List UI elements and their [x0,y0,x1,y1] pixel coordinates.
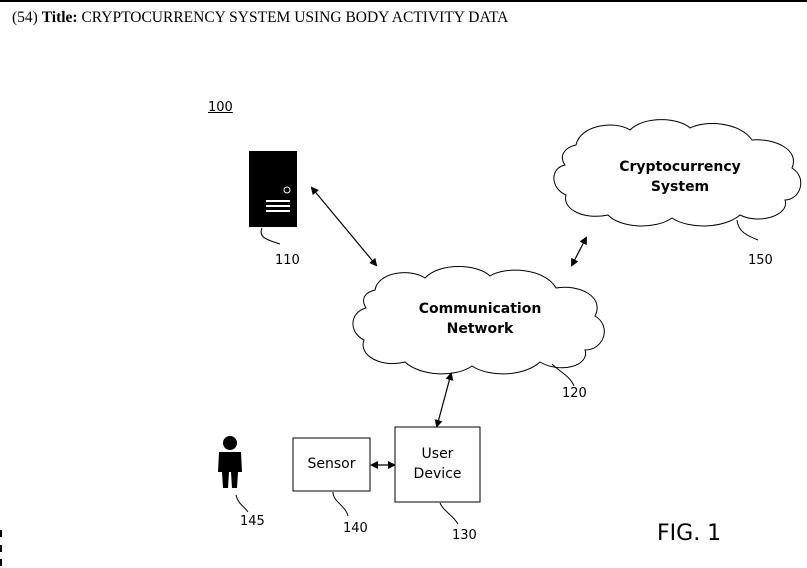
person-ref-number: 145 [240,514,265,529]
network-label-line1: Communication [400,299,560,319]
network-label-line2: Network [400,319,560,339]
user-device-ref-number: 130 [452,528,477,543]
server-icon [249,151,297,227]
system-ref-number: 100 [208,100,233,115]
edge-mark [0,559,2,566]
sensor-ref-number: 140 [343,521,368,536]
crypto-label: Cryptocurrency System [600,157,760,197]
network-ref-number: 120 [562,386,587,401]
crypto-ref-number: 150 [748,253,773,268]
crypto-label-line2: System [600,177,760,197]
server-ref-number: 110 [275,253,300,268]
arrow-network-device [437,374,451,426]
leader-130 [440,503,458,524]
user-device-label: User Device [395,444,480,484]
user-device-label-line2: Device [395,464,480,484]
leader-110 [261,228,280,244]
leader-140 [333,492,348,516]
edge-mark [0,545,2,552]
arrow-server-network [312,188,376,265]
network-label: Communication Network [400,299,560,339]
edge-mark [0,530,2,537]
user-device-label-line1: User [395,444,480,464]
leader-150 [737,220,758,240]
crypto-label-line1: Cryptocurrency [600,157,760,177]
leader-145 [236,495,248,512]
person-icon [218,436,242,488]
arrow-network-crypto [572,238,586,265]
sensor-label: Sensor [293,454,370,474]
figure-number: FIG. 1 [657,521,721,546]
